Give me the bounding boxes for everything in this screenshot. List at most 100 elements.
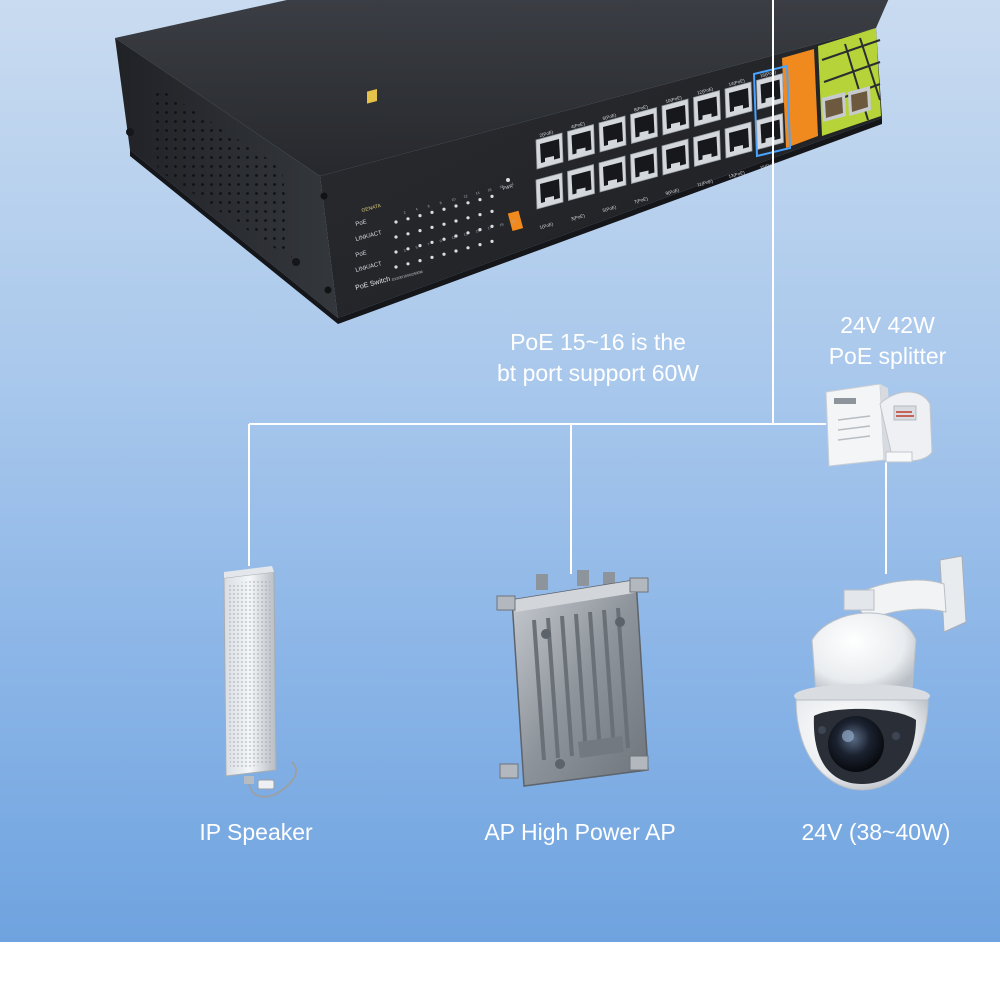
indicator-led [478,198,482,202]
rj45-port[interactable] [630,106,658,145]
indicator-number: 10 [451,197,456,202]
indicator-number: 11 [451,235,456,240]
indicator-led [490,239,494,243]
heatsink-fin [602,609,616,751]
rj45-port[interactable] [661,98,690,136]
ip-speaker [223,566,298,798]
outdoor-ap [496,570,649,787]
poe-switch: 2(PoE)4(PoE)6(PoE)8(PoE)10(PoE)12(PoE)14… [115,0,889,324]
bt-port-highlight [752,64,792,158]
port-label: 13(PoE) [728,170,746,179]
indicator-led [418,259,422,263]
rj45-port[interactable] [598,115,627,153]
indicator-number: 15 [475,229,480,234]
indicator-number: 17 [487,226,492,231]
bt-port-annotation: PoE 15~16 is the bt port support 60W [468,327,728,389]
rj45-port[interactable] [567,123,595,162]
port-label: 12(PoE) [696,86,714,95]
indicator-led [466,201,470,205]
rj45-port[interactable] [535,132,564,170]
indicator-number: 18 [499,184,504,189]
splitter-annotation-line2: PoE splitter [828,343,947,370]
port-label: 2(PoE) [539,129,554,138]
port-label: 4(PoE) [570,121,585,130]
indicator-led [406,247,410,251]
indicator-number: 4 [415,207,418,211]
indicator-led [478,213,482,217]
indicator-led [478,228,482,232]
bt-port-annotation-line2: bt port support 60W [497,360,699,387]
rj45-port[interactable] [693,89,721,128]
heatsink-fin [532,619,546,761]
indicator-number: 1 [511,182,514,186]
port-label: 15(PoE) [759,161,777,170]
rj45-port[interactable] [693,129,721,168]
port-labels-bottom: 1(PoE)3(PoE)5(PoE)7(PoE)9(PoE)11(PoE)13(… [539,161,777,230]
switch-top-face [115,0,889,176]
indicator-led [430,210,434,214]
heatsink-fin [588,611,602,753]
pwr-led [506,178,510,182]
indicator-led [442,207,446,211]
rj45-port[interactable] [661,138,690,176]
port-label: 5(PoE) [602,204,617,213]
indicator-led [418,214,422,218]
switch-vents [150,82,292,260]
side-screw [126,128,134,136]
rj45-port[interactable] [567,163,595,202]
rj45-port[interactable] [598,155,627,193]
indicator-led [490,224,494,228]
indicator-led [406,262,410,266]
indicator-number: 8 [439,201,442,205]
heatsink-fin [546,617,560,759]
port-label: 10(PoE) [665,95,683,104]
indicator-led [442,252,446,256]
indicator-led [406,232,410,236]
indicator-led [394,250,398,254]
heatsink-fin [574,613,588,755]
indicator-number: 3 [403,249,406,253]
indicator-led [454,234,458,238]
rj45-port[interactable] [630,146,658,185]
indicator-led [430,255,434,259]
indicator-number: 14 [475,191,480,196]
indicator-number: 2 [403,211,406,215]
indicator-led [442,237,446,241]
port-label: 6(PoE) [602,112,617,121]
cable-lines [248,0,887,574]
ptz-camera [794,555,967,791]
front-label-poe-2: PoE [355,250,368,259]
speaker-label: IP Speaker [199,819,313,845]
splitter-annotation: 24V 42W PoE splitter [805,310,970,372]
indicator-led [454,219,458,223]
front-screw [320,192,328,200]
indicator-led [466,246,470,250]
brand-logo-mark [367,88,377,104]
indicator-number: 16 [487,188,492,193]
indicator-led [394,235,398,239]
indicator-led [430,225,434,229]
indicator-number: 5 [415,245,418,249]
sfp-ports [822,86,871,122]
port-label: 7(PoE) [633,196,648,205]
heatsink-fin [560,615,574,757]
rj45-port[interactable] [724,121,753,159]
rj45-port[interactable] [535,172,564,210]
indicator-number: 20 [511,219,516,224]
port-label: 1(PoE) [539,221,554,230]
indicator-number: 12 [463,194,468,199]
port-labels-top: 2(PoE) 4(PoE) 6(PoE) 8(PoE) 10(PoE) 12(PoE) 14… [539,69,777,138]
port-label: 8(PoE) [633,104,648,113]
rj45-port[interactable] [724,81,753,119]
indicator-led [418,244,422,248]
front-screw [324,286,332,294]
indicator-led [442,222,446,226]
pwr-label: PWR [502,183,514,191]
port-label: 14(PoE) [728,78,746,87]
port-label: 16(PoE) [759,69,777,78]
indicator-led [454,249,458,253]
indicator-led [490,209,494,213]
rj45-port-grid [535,72,784,210]
brand-name: GENATA [361,203,382,214]
